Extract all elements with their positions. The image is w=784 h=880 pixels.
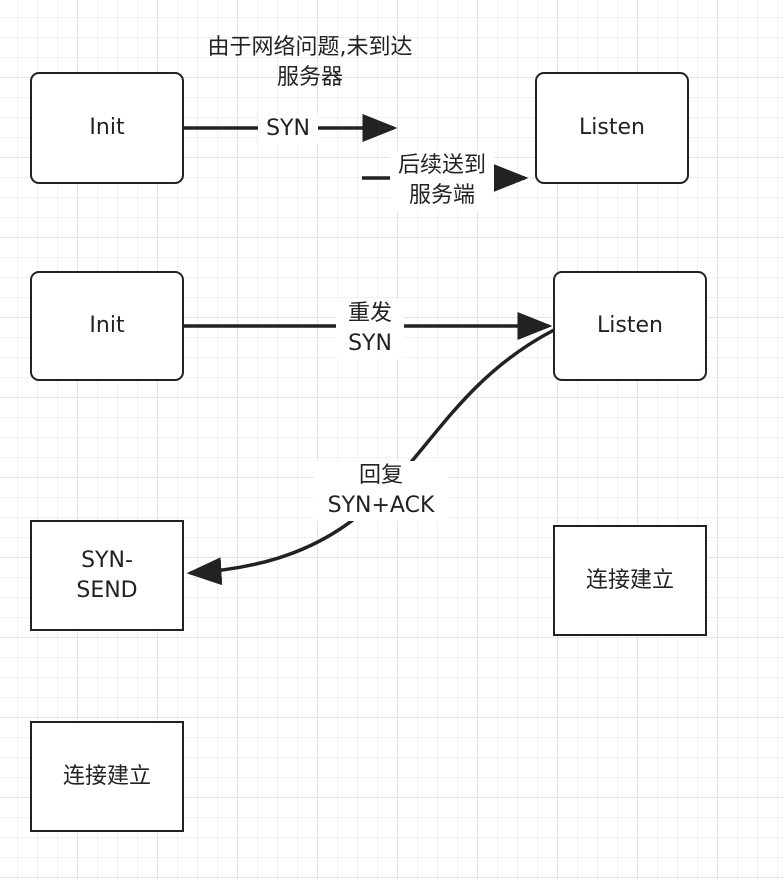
listen-node-top[interactable]: Listen bbox=[535, 72, 689, 184]
listen-node-mid[interactable]: Listen bbox=[553, 271, 707, 381]
syn-send-node[interactable]: SYN- SEND bbox=[30, 520, 184, 631]
init-node-top[interactable]: Init bbox=[30, 72, 184, 184]
established-node-right-label: 连接建立 bbox=[585, 567, 674, 593]
reply-syn-ack-arrow bbox=[186, 328, 555, 586]
network-issue-note: 由于网络问题,未到达 服务器 bbox=[207, 35, 413, 90]
resend-syn-label: 重发 SYN bbox=[336, 299, 404, 359]
reply-syn-ack-label: 回复 SYN+ACK bbox=[314, 461, 448, 521]
init-node-top-label: Init bbox=[89, 115, 125, 140]
listen-node-mid-label: Listen bbox=[597, 313, 663, 338]
later-delivered-label: 后续送到 服务端 bbox=[390, 151, 494, 211]
init-node-mid[interactable]: Init bbox=[30, 271, 184, 381]
established-node-right[interactable]: 连接建立 bbox=[553, 525, 707, 636]
syn-label: SYN bbox=[258, 114, 318, 144]
listen-node-top-label: Listen bbox=[579, 115, 645, 140]
established-node-left[interactable]: 连接建立 bbox=[30, 721, 184, 832]
syn-send-node-label: SYN- SEND bbox=[76, 547, 138, 603]
established-node-left-label: 连接建立 bbox=[62, 763, 151, 789]
init-node-mid-label: Init bbox=[89, 313, 125, 338]
